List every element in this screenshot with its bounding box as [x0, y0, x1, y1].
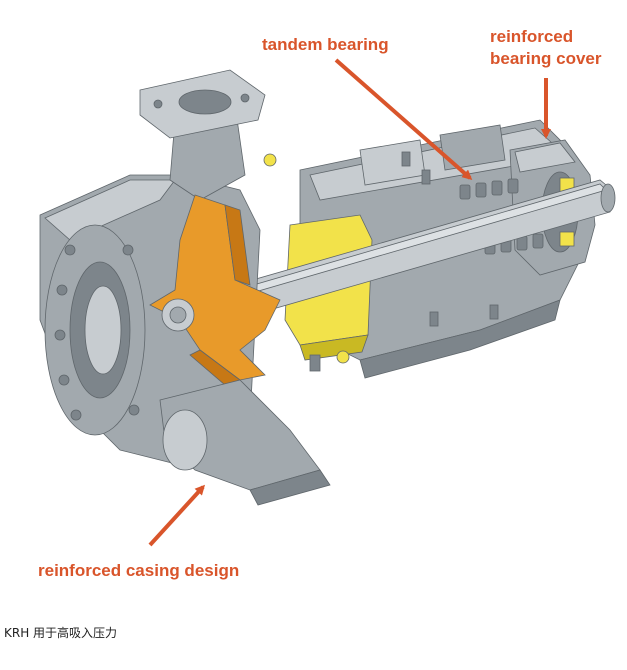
arrow-casing-design [148, 484, 206, 547]
label-reinforced-bearing-cover: reinforced bearing cover [490, 26, 602, 70]
callout-arrows [148, 58, 551, 547]
pump-shaft [189, 179, 616, 331]
label-cover-line1: reinforced [490, 27, 574, 46]
discharge-nozzle [139, 69, 266, 201]
arrow-tandem-bearing [334, 58, 473, 180]
label-tandem-bearing: tandem bearing [262, 35, 389, 54]
label-reinforced-casing-design: reinforced casing design [38, 561, 240, 580]
label-cover-line2: bearing cover [490, 49, 602, 68]
impeller [149, 194, 281, 386]
figure-caption: KRH 用于高吸入压力 [4, 626, 118, 640]
housing-bolts [309, 151, 499, 372]
casing-foot [159, 379, 331, 506]
